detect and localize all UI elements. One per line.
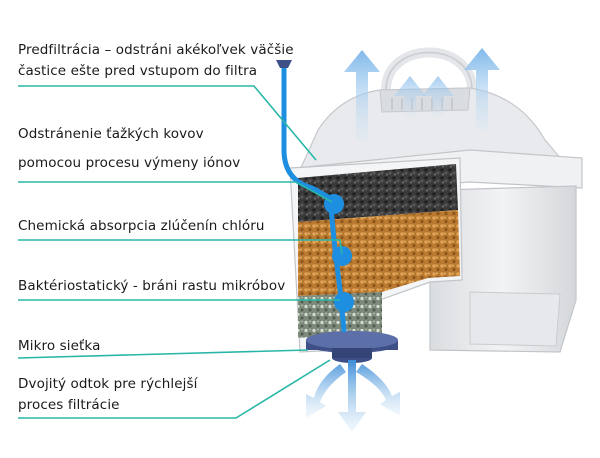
label-double-outlet-line1: Dvojitý odtok pre rýchlejší bbox=[18, 376, 198, 392]
label-double-outlet: Dvojitý odtok pre rýchlejší proces filtr… bbox=[18, 374, 197, 416]
water-flow-path bbox=[281, 63, 347, 333]
label-bacteriostatic: Baktériostatický - bráni rastu mikróbov bbox=[18, 278, 286, 294]
water-drop-dot-icon bbox=[324, 194, 354, 312]
label-prefiltration-line1: Predfiltrácia – odstráni akékoľvek väčši… bbox=[18, 42, 294, 58]
label-prefiltration-line2: častice ešte pred vstupom do filtra bbox=[18, 63, 258, 79]
label-chlorine: Chemická absorpcia zlúčenín chlóru bbox=[18, 218, 265, 234]
label-prefiltration: Predfiltrácia – odstráni akékoľvek väčši… bbox=[18, 40, 294, 82]
label-heavy-metals: Odstránenie ťažkých kovov pomocou proces… bbox=[18, 124, 240, 174]
label-heavy-metals-line1: Odstránenie ťažkých kovov bbox=[18, 126, 204, 142]
label-double-outlet-line2: proces filtrácie bbox=[18, 397, 120, 413]
air-vent-arrow-icon bbox=[344, 48, 500, 140]
label-heavy-metals-line2: pomocou procesu výmeny iónov bbox=[18, 155, 241, 171]
label-micro-mesh: Mikro sieťka bbox=[18, 338, 101, 354]
outflow-arrow-icon bbox=[306, 360, 400, 432]
micro-mesh-disc bbox=[306, 331, 398, 363]
cartridge-handle bbox=[381, 47, 477, 95]
leader-lines bbox=[17, 85, 343, 419]
